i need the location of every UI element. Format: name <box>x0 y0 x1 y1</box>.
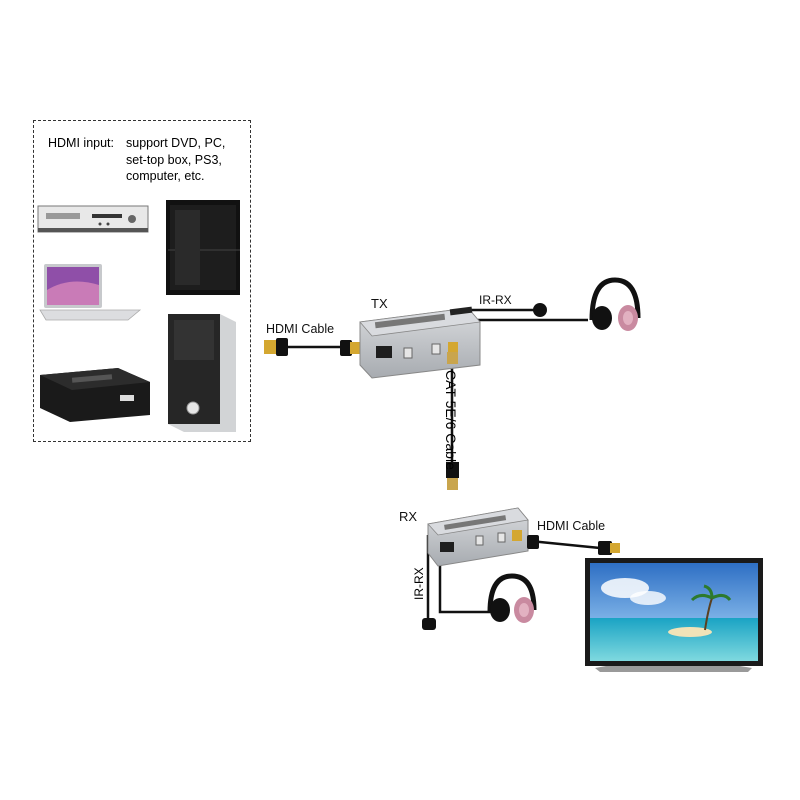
hdmi-input-label: HDMI input: <box>48 136 114 150</box>
cat-cable-label: CAT 5E/6 Cable <box>443 370 459 470</box>
source-devices-panel <box>33 120 251 442</box>
source-line-1: support DVD, PC, <box>126 136 226 150</box>
headphones-icon <box>487 573 537 623</box>
hdmi-plug-icon <box>527 535 620 555</box>
ir-rx-label-top: IR-RX <box>479 293 512 307</box>
ir-receiver-icon <box>533 303 547 317</box>
source-devices-caption: HDMI input: support DVD, PC, set-top box, … <box>48 135 225 185</box>
dvd-player-icon <box>37 205 149 233</box>
game-console-icon <box>166 200 240 295</box>
rx-extender-device <box>427 507 529 567</box>
source-line-3: computer, etc. <box>126 169 205 183</box>
tv-icon <box>585 558 763 672</box>
pc-tower-icon <box>168 314 236 432</box>
source-line-2: set-top box, PS3, <box>126 152 222 167</box>
tx-label: TX <box>371 296 388 311</box>
hdmi-cable-output-label: HDMI Cable <box>537 519 606 533</box>
rx-label: RX <box>399 509 418 524</box>
tx-extender-device <box>359 306 481 379</box>
hdmi-plug-icon <box>264 338 360 356</box>
rj45-plug-icon <box>446 352 459 490</box>
headphones-icon <box>589 277 641 331</box>
ir-rx-label-side: IR-RX <box>412 567 426 600</box>
hdmi-cable-input-label: HDMI Cable <box>266 322 335 336</box>
ir-receiver-icon <box>422 618 436 630</box>
set-top-box-icon <box>40 368 150 422</box>
laptop-icon <box>39 264 142 321</box>
